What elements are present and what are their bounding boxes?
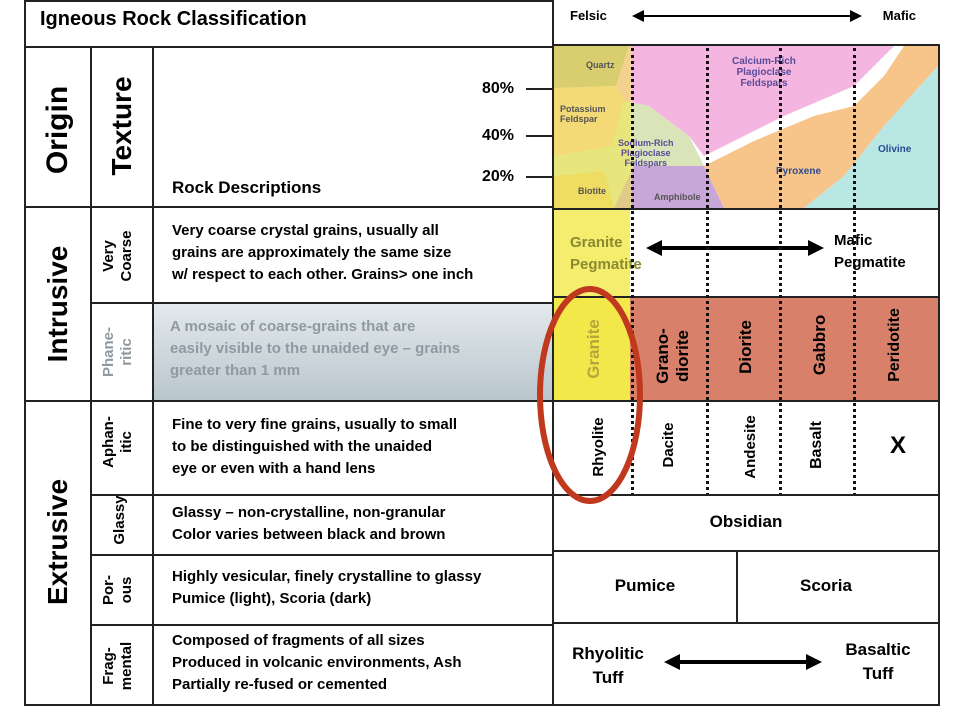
rock-descriptions-header: Rock Descriptions bbox=[172, 178, 322, 197]
pegmatite-arrow-icon bbox=[646, 240, 824, 256]
granite-pegmatite: Granite Pegmatite bbox=[570, 234, 642, 273]
rock-diorite: Diorite bbox=[736, 320, 755, 374]
rock-basalt: Basalt bbox=[808, 420, 825, 470]
fragmental-description: Composed of fragments of all sizes Produ… bbox=[172, 632, 462, 693]
porous-description: Highly vesicular, finely crystalline to … bbox=[172, 568, 482, 607]
very-coarse-texture: Very Coarse bbox=[100, 230, 135, 282]
phaneritic-description: A mosaic of coarse-grains that are easil… bbox=[170, 318, 461, 379]
percent-tick-40 bbox=[526, 135, 554, 137]
tuff-arrow-icon bbox=[664, 654, 822, 670]
mafic-pegmatite: Mafic Pegmatite bbox=[834, 232, 906, 271]
fragmental-texture: Frag- mental bbox=[100, 641, 135, 691]
very-coarse-description: Very coarse crystal grains, usually all … bbox=[172, 222, 474, 283]
mineral-chart: Quartz Potassium Feldspar Calcium-Rich P… bbox=[552, 44, 940, 210]
intrusive-label: Intrusive bbox=[42, 245, 73, 363]
tuff-box bbox=[552, 622, 940, 706]
phaneritic-texture: Phane- ritic bbox=[100, 327, 135, 378]
rock-rhyolitic-tuff: Rhyolitic Tuff bbox=[572, 644, 644, 687]
percent-label-40: 40% bbox=[482, 127, 515, 144]
mineral-sodium-plagioclase: Sodium-Rich Plagioclase Feldspars bbox=[618, 138, 674, 168]
mineral-biotite: Biotite bbox=[578, 186, 606, 196]
percent-tick-80 bbox=[526, 88, 554, 90]
felsic-label: Felsic bbox=[570, 8, 607, 23]
rock-basaltic-tuff: Basaltic Tuff bbox=[845, 640, 911, 683]
extrusive-label: Extrusive bbox=[42, 478, 73, 606]
rock-pumice: Pumice bbox=[614, 576, 676, 595]
column-divider-1 bbox=[631, 48, 634, 496]
column-divider-4 bbox=[853, 48, 856, 496]
felsic-mafic-scale: Felsic Mafic bbox=[552, 0, 940, 44]
column-divider-3 bbox=[779, 48, 782, 496]
double-arrow-icon bbox=[632, 10, 862, 22]
mafic-label: Mafic bbox=[882, 8, 916, 23]
rock-scoria: Scoria bbox=[800, 576, 852, 595]
rock-dacite: Dacite bbox=[660, 422, 677, 468]
felsic-band-pegmatite bbox=[554, 210, 630, 298]
rock-gabbro: Gabbro bbox=[810, 314, 829, 376]
mineral-pyroxene: Pyroxene bbox=[776, 166, 822, 177]
rock-andesite: Andesite bbox=[742, 415, 759, 479]
mineral-potassium-feldspar: Potassium Feldspar bbox=[560, 104, 606, 124]
texture-header: Texture bbox=[106, 76, 137, 176]
percent-tick-20 bbox=[526, 176, 554, 178]
mineral-chart-graphic bbox=[554, 46, 938, 208]
mineral-calcium-plagioclase: Calcium-Rich Plagioclase Feldspars bbox=[732, 56, 796, 89]
felsic-band-phaneritic bbox=[554, 298, 630, 400]
column-divider-2 bbox=[706, 48, 709, 496]
rock-obsidian: Obsidian bbox=[709, 512, 783, 531]
mineral-amphibole: Amphibole bbox=[654, 192, 701, 202]
percent-label-80: 80% bbox=[482, 80, 515, 97]
rock-peridotite: Peridotite bbox=[886, 308, 903, 382]
percent-label-20: 20% bbox=[482, 168, 515, 185]
mineral-quartz: Quartz bbox=[586, 60, 615, 70]
origin-header: Origin bbox=[41, 85, 74, 175]
no-fine-grained-ultramafic: X bbox=[890, 432, 907, 459]
glassy-description: Glassy – non-crystalline, non-granular C… bbox=[172, 504, 446, 543]
rock-granodiorite: Grano- diorite bbox=[653, 328, 692, 384]
page-title: Igneous Rock Classification bbox=[40, 8, 307, 30]
mineral-olivine: Olivine bbox=[878, 144, 912, 155]
aphanitic-description: Fine to very fine grains, usually to sma… bbox=[172, 416, 458, 477]
granite-highlight-ellipse bbox=[537, 286, 643, 504]
